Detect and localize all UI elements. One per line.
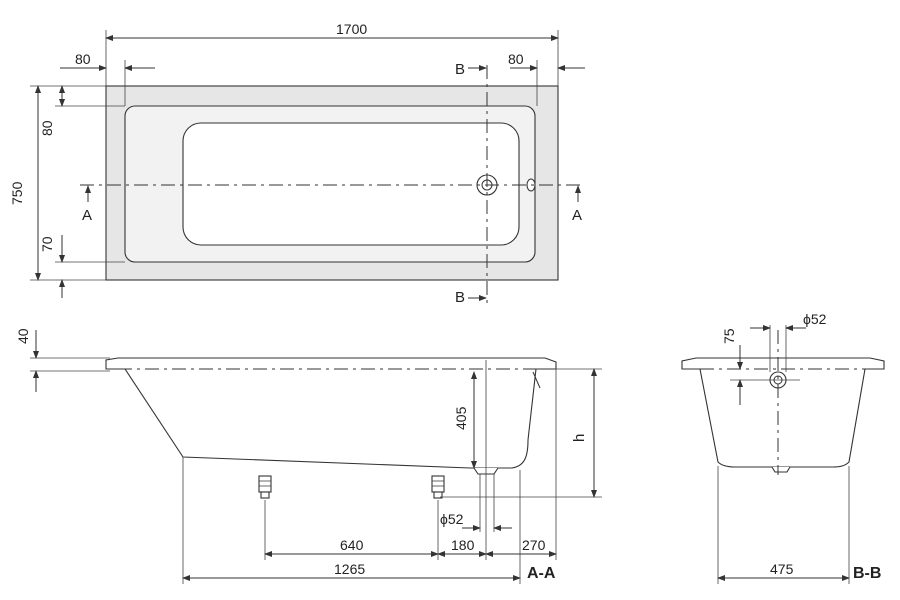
section-a-right-label: A <box>572 207 582 224</box>
dim-depth: 405 <box>453 406 469 430</box>
dim-overflow-depth: 75 <box>721 328 737 344</box>
plan-view: 1700 80 80 750 80 70 A A B B <box>9 21 585 306</box>
section-bb-view: 75 ϕ52 475 B-B <box>681 311 885 584</box>
section-a-left-label: A <box>82 207 92 224</box>
tub-section-profile <box>105 357 557 469</box>
section-aa-view: 40 405 h <box>15 328 602 584</box>
dim-waste-offset: 180 <box>451 537 475 553</box>
foot-right-icon <box>431 475 445 499</box>
dim-base-width: 475 <box>770 561 794 577</box>
dim-top-margin: 80 <box>39 120 55 136</box>
section-b-top-label: B <box>455 61 465 78</box>
dim-right-margin: 80 <box>508 51 524 67</box>
section-b-bottom-label: B <box>455 289 465 306</box>
dim-waste-diameter: ϕ52 <box>440 511 464 527</box>
dim-left-margin: 80 <box>75 51 91 67</box>
dim-height: h <box>571 434 588 442</box>
foot-left-icon <box>258 475 272 499</box>
dim-bottom-margin: 70 <box>39 236 55 252</box>
tub-basin <box>182 122 520 246</box>
dim-rim: 40 <box>15 328 31 344</box>
section-aa-label: A-A <box>527 565 556 582</box>
section-bb-label: B-B <box>853 565 881 582</box>
dim-length: 1700 <box>336 21 367 37</box>
dim-overflow-diameter: ϕ52 <box>803 311 827 327</box>
dim-width: 750 <box>9 181 25 205</box>
dim-end-offset: 270 <box>522 537 546 553</box>
dim-base-length: 1265 <box>334 561 365 577</box>
waste-outlet-icon <box>771 466 791 473</box>
dim-foot-span: 640 <box>340 537 364 553</box>
